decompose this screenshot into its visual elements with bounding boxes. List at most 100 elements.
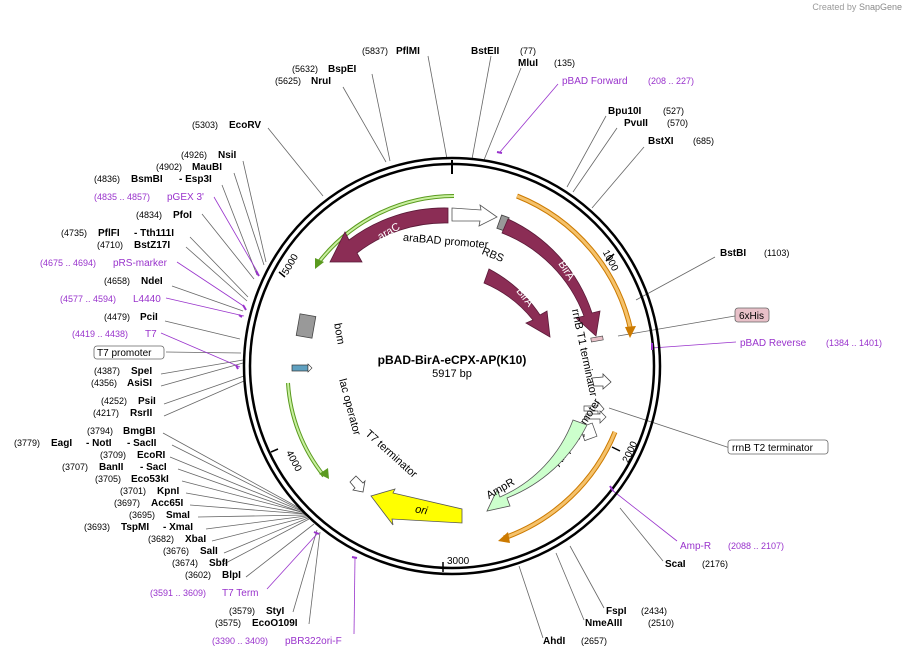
site-name-PvuII: PvuII bbox=[624, 118, 648, 129]
primer-leader-lines bbox=[160, 83, 737, 635]
site-name-AhdI: AhdI bbox=[543, 636, 565, 647]
feature-araBAD-promoter-arrow bbox=[451, 204, 498, 227]
site-pos-SmaI: (3695) bbox=[129, 510, 155, 520]
site-name-MluI: MluI bbox=[518, 58, 538, 69]
site-pos-ScaI: (2176) bbox=[702, 559, 728, 569]
site-labels-bottom: ScaI (2176) FspI (2434) NmeAIII (2510) A… bbox=[543, 559, 728, 647]
site-pos-Bpu10I: (527) bbox=[663, 106, 684, 116]
snapgene-credit: Created by SnapGene bbox=[812, 2, 902, 12]
site-name-EcoRI: EcoRI bbox=[137, 450, 166, 461]
feature-label-6xHis: 6xHis bbox=[739, 311, 764, 322]
feature-T7-terminator-arrow bbox=[349, 475, 366, 493]
site-pos-TspMI: (3693) bbox=[84, 522, 110, 532]
feature-lac-operator-box bbox=[291, 364, 309, 372]
site-pos-SbfI: (3674) bbox=[172, 558, 198, 568]
site-name-SacII: - SacII bbox=[127, 438, 157, 449]
site-pos-EagI: (3779) bbox=[14, 438, 40, 448]
site-name-NotI: - NotI bbox=[86, 438, 112, 449]
site-name-FspI: FspI bbox=[606, 606, 627, 617]
tick-marks bbox=[270, 253, 621, 572]
site-pos-BmgBI: (3794) bbox=[87, 426, 113, 436]
site-name-BmgBI: BmgBI bbox=[123, 426, 155, 437]
feature-label-araBAD-promoter: araBAD promoter bbox=[403, 232, 490, 251]
primer-name-L4440: L4440 bbox=[133, 294, 161, 305]
primer-name-pRS-marker: pRS-marker bbox=[113, 258, 168, 269]
feature-label-bom: bom bbox=[331, 322, 347, 345]
site-name-BsmBI: BsmBI bbox=[131, 174, 163, 185]
site-name-AsiSI: AsiSI bbox=[127, 378, 152, 389]
primer-range-T7-Term: (3591 .. 3609) bbox=[150, 588, 206, 598]
feature-ori-arrow bbox=[370, 488, 463, 526]
site-name-EcoO109I: EcoO109I bbox=[252, 618, 298, 629]
site-pos-AsiSI: (4356) bbox=[91, 378, 117, 388]
feature-AmpR-arrow bbox=[486, 419, 588, 512]
site-name-BstBI: BstBI bbox=[720, 248, 746, 259]
primer-range-pBR322ori-F: (3390 .. 3409) bbox=[212, 636, 268, 646]
feature-box-T7-promoter bbox=[93, 345, 165, 360]
site-pos-BspEI: (5632) bbox=[292, 64, 318, 74]
primer-name-T7-Term: T7 Term bbox=[222, 588, 259, 599]
site-pos-BstEII: (77) bbox=[520, 46, 536, 56]
primer-range-pBAD-Reverse: (1384 .. 1401) bbox=[826, 338, 882, 348]
feature-label-lac-operator: lac operator bbox=[336, 377, 363, 437]
feature-label-T7-terminator: T7 terminator bbox=[363, 428, 420, 481]
site-pos-Eco53kI: (3705) bbox=[95, 474, 121, 484]
site-name-SalI: SalI bbox=[200, 546, 218, 557]
site-pos-Acc65I: (3697) bbox=[114, 498, 140, 508]
credit-prefix: Created by bbox=[812, 2, 857, 12]
primer-name-pBR322ori-F: pBR322ori-F bbox=[285, 636, 342, 647]
site-pos-NruI: (5625) bbox=[275, 76, 301, 86]
credit-brand: SnapGene bbox=[858, 2, 902, 12]
primer-name-pBAD-Reverse: pBAD Reverse bbox=[740, 338, 807, 349]
site-pos-SalI: (3676) bbox=[163, 546, 189, 556]
plasmid-name: pBAD-BirA-eCPX-AP(K10) bbox=[378, 353, 527, 367]
primer-range-Amp-R: (2088 .. 2107) bbox=[728, 541, 784, 551]
site-name-PciI: PciI bbox=[140, 312, 158, 323]
site-pos-PvuII: (570) bbox=[667, 118, 688, 128]
feature-label-ori: ori bbox=[414, 503, 429, 517]
site-name-SmaI: SmaI bbox=[166, 510, 190, 521]
site-pos-AhdI: (2657) bbox=[581, 636, 607, 646]
site-pos-EcoRI: (3709) bbox=[100, 450, 126, 460]
feature-label-rrnB-T2-terminator: rrnB T2 terminator bbox=[732, 443, 814, 454]
site-pos-EcoRV: (5303) bbox=[192, 120, 218, 130]
primer-range-pBAD-Forward: (208 .. 227) bbox=[648, 76, 694, 86]
site-name-BstEII: BstEII bbox=[471, 46, 500, 57]
site-leader-lines bbox=[160, 55, 736, 639]
feature-box-rrnB-T2-terminator bbox=[727, 439, 829, 455]
site-pos-BstXI: (685) bbox=[693, 136, 714, 146]
site-name-XmaI: - XmaI bbox=[163, 522, 193, 533]
site-pos-NdeI: (4658) bbox=[104, 276, 130, 286]
site-name-SbfI: SbfI bbox=[209, 558, 228, 569]
feature-label-T7-promoter: T7 promoter bbox=[97, 348, 152, 359]
site-name-TspMI: TspMI bbox=[121, 522, 149, 533]
primer-name-pBAD-Forward: pBAD Forward bbox=[562, 76, 628, 87]
primer-labels: pBAD Forward (208 .. 227) pBAD Reverse (… bbox=[40, 76, 882, 647]
primer-marks bbox=[235, 151, 653, 559]
site-name-PflMI: PflMI bbox=[396, 46, 420, 57]
feature-rrnB-T1-arrow bbox=[591, 373, 612, 390]
site-name-BlpI: BlpI bbox=[222, 570, 241, 581]
tick-label-4000: 4000 bbox=[283, 449, 303, 474]
site-name-KpnI: KpnI bbox=[157, 486, 179, 497]
site-name-SacI: - SacI bbox=[140, 462, 167, 473]
site-pos-BanII: (3707) bbox=[62, 462, 88, 472]
site-labels-top: (5837) PflMI (5632) BspEI (5625) NruI (5… bbox=[192, 46, 789, 259]
primer-name-pGEX3: pGEX 3' bbox=[167, 192, 204, 203]
site-name-PsiI: PsiI bbox=[138, 396, 156, 407]
site-pos-NsiI: (4926) bbox=[181, 150, 207, 160]
site-pos-SpeI: (4387) bbox=[94, 366, 120, 376]
primer-range-pGEX3: (4835 .. 4857) bbox=[94, 192, 150, 202]
site-name-NdeI: NdeI bbox=[141, 276, 163, 287]
site-pos-BstBI: (1103) bbox=[764, 248, 789, 258]
backbone-outer-ring bbox=[242, 156, 662, 576]
site-name-Acc65I: Acc65I bbox=[151, 498, 183, 509]
site-pos-StyI: (3579) bbox=[229, 606, 255, 616]
site-name-RsrII: RsrII bbox=[130, 408, 152, 419]
site-pos-KpnI: (3701) bbox=[120, 486, 146, 496]
feature-birA-arrow-2 bbox=[483, 268, 551, 338]
site-name-Eco53kI: Eco53kI bbox=[131, 474, 169, 485]
feature-birA-arrow-1 bbox=[501, 218, 601, 337]
primer-name-T7: T7 bbox=[145, 329, 157, 340]
